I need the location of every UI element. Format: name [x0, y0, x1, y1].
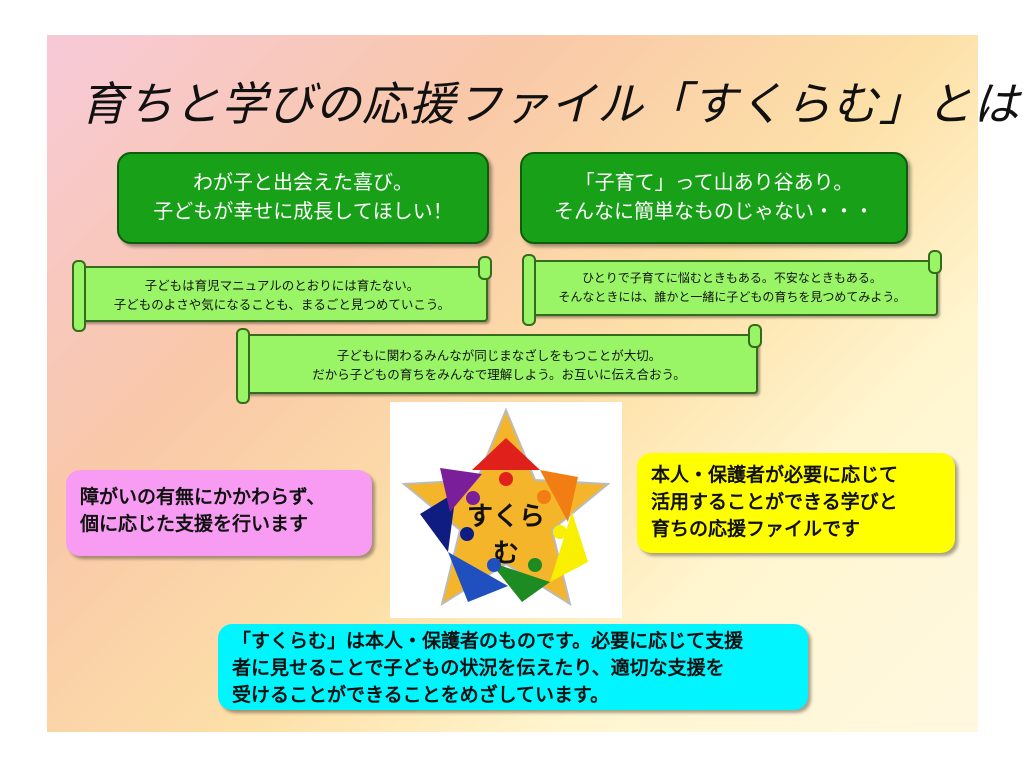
logo-text: すくらむ [466, 502, 545, 569]
purpose-line: 活用することができる学びと [651, 491, 898, 513]
scroll-line: そんなときには、誰かと一緒に子どもの育ちを見つめてみよう。 [558, 290, 906, 304]
scroll-line: ひとりで子育てに悩むときもある。不安なときもある。 [582, 271, 882, 285]
sukuramu-logo: すくらむ [390, 402, 622, 618]
slide-title: 育ちと学びの応援ファイル「すくらむ」とは [80, 77, 1020, 131]
star-logo-icon [401, 407, 611, 607]
ownership-box: 「すくらむ」は本人・保護者のものです。必要に応じて支援 者に見せることで子どもの… [218, 624, 808, 710]
joy-line-1: わが子と出会えた喜び。 [193, 170, 413, 194]
ownership-line: 受けることができることをめざしています。 [232, 684, 610, 706]
ups-downs-box: 「子育て」って山あり谷あり。 そんなに簡単なものじゃない・・・ [520, 152, 908, 244]
ups-downs-line-2: そんなに簡単なものじゃない・・・ [554, 199, 874, 223]
ownership-line: 者に見せることで子どもの状況を伝えたり、適切な支援を [232, 657, 725, 679]
scroll-line: だから子どもの育ちをみんなで理解しよう。お互いに伝え合おう。 [312, 367, 686, 382]
purpose-line: 育ちの応援ファイルです [651, 518, 861, 540]
joy-box: わが子と出会えた喜び。 子どもが幸せに成長してほしい！ [117, 152, 489, 244]
file-purpose-box: 本人・保護者が必要に応じて 活用することができる学びと 育ちの応援ファイルです [637, 453, 955, 553]
support-info-box: 障がいの有無にかかわらず、 個に応じた支援を行います [66, 470, 372, 556]
ownership-line: 「すくらむ」は本人・保護者のものです。必要に応じて支援 [232, 630, 744, 652]
scroll-line: 子どもは育児マニュアルのとおりには育たない。 [144, 278, 420, 293]
scroll-banner-worry: ひとりで子育てに悩むときもある。不安なときもある。 そんなときには、誰かと一緒に… [522, 250, 942, 326]
joy-line-2: 子どもが幸せに成長してほしい！ [153, 199, 453, 223]
scroll-line: 子どものよさや気になることも、まるごと見つめていこう。 [113, 297, 451, 312]
support-line: 個に応じた支援を行います [80, 513, 309, 535]
scroll-banner-manual: 子どもは育児マニュアルのとおりには育たない。 子どものよさや気になることも、まる… [72, 256, 492, 332]
scroll-banner-share: 子どもに関わるみんなが同じまなざしをもつことが大切。 だから子どもの育ちをみんな… [236, 324, 762, 404]
purpose-line: 本人・保護者が必要に応じて [651, 464, 899, 486]
ups-downs-line-1: 「子育て」って山あり谷あり。 [574, 170, 854, 194]
scroll-line: 子どもに関わるみんなが同じまなざしをもつことが大切。 [336, 348, 662, 363]
support-line: 障がいの有無にかかわらず、 [80, 486, 326, 508]
